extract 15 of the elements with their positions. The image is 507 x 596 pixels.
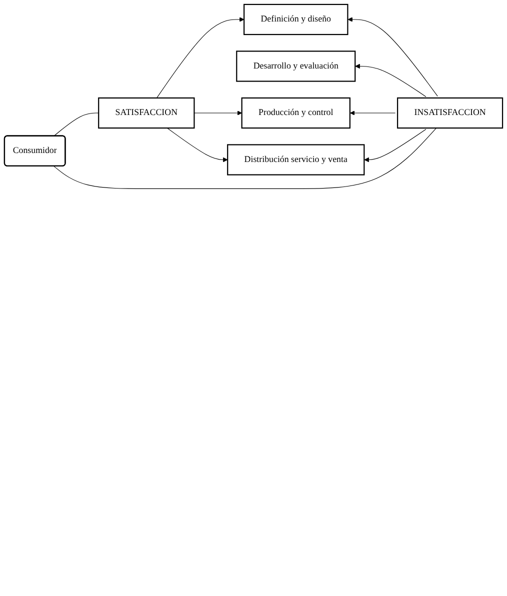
arrow [166, 128, 228, 162]
arrow [364, 129, 426, 162]
node-box: Desarrollo y evaluación [236, 50, 356, 82]
node-box: INSATISFACCION [396, 97, 504, 129]
node-box: Definición y diseño [244, 4, 348, 36]
arrow [355, 64, 426, 97]
connector [54, 112, 99, 136]
connector [54, 128, 437, 189]
node-box: SATISFACCION [98, 97, 195, 129]
arrow [350, 110, 396, 116]
arrow [348, 17, 438, 96]
node-box: Producción y control [241, 97, 350, 129]
node-box: Distribución servicio y venta [227, 144, 365, 176]
arrow [194, 110, 242, 116]
arrow [156, 17, 244, 98]
